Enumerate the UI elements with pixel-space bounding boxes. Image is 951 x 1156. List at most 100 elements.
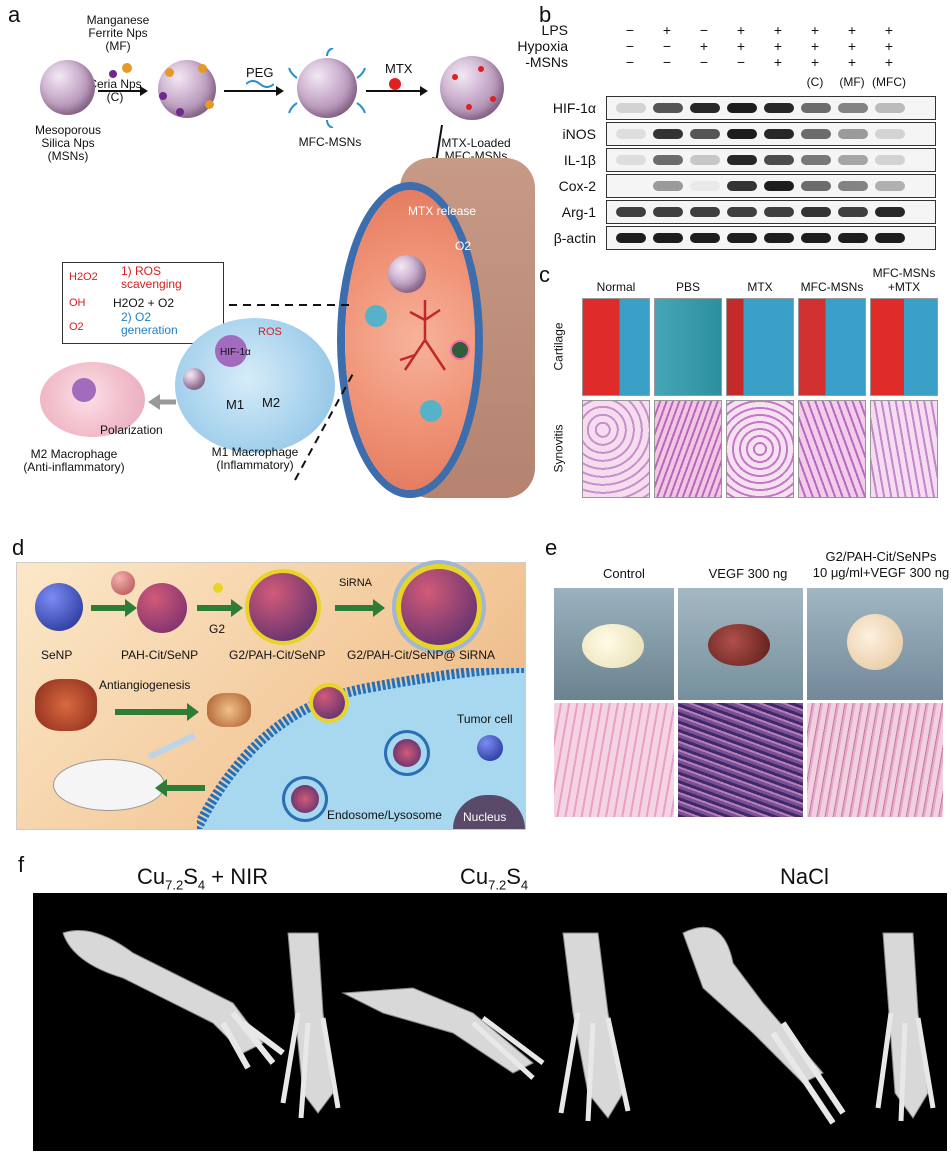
h2o2-label: H2O2 (69, 271, 98, 283)
combo-label: G2/PAH-Cit/SeNPs 10 μg/ml+VEGF 300 ng (812, 549, 950, 580)
peg-label: PEG (246, 65, 274, 80)
condition-sign: + (810, 38, 820, 54)
blot-band (764, 233, 794, 243)
panel-label-a: a (8, 2, 21, 27)
vegf-histology-image (678, 703, 803, 817)
blot-band (801, 103, 831, 113)
bone-renders (62, 926, 936, 1125)
ros-scavenging-label: 1) ROS scavenging (121, 264, 182, 291)
condition-sign: − (625, 54, 635, 70)
mouse-icon (53, 759, 165, 811)
cartilage-image (654, 298, 722, 396)
pah-cit-icon (111, 571, 135, 595)
ros-label: ROS (258, 326, 282, 338)
antiangiogenesis-label: Antiangiogenesis (99, 678, 191, 692)
condition-sign: + (736, 38, 746, 54)
cartilage-image (582, 298, 650, 396)
control-plug-image (554, 588, 674, 700)
cartilage-image (870, 298, 938, 396)
hif-label: HIF-1α (220, 347, 251, 358)
condition-label: -MSNs (525, 54, 568, 70)
blot-band (616, 207, 646, 217)
blot-band (690, 207, 720, 217)
m2-label: M2 (262, 395, 281, 410)
oh-label: OH (69, 297, 86, 309)
msn-label: Mesoporous Silica Nps (MSNs) (34, 123, 102, 163)
blot-band (690, 103, 720, 113)
blot-band (764, 103, 794, 113)
blot-band (838, 103, 868, 113)
panel-e: Control VEGF 300 ng G2/PAH-Cit/SeNPs 10 … (548, 545, 950, 817)
blot-strip (606, 174, 936, 198)
combo-plug-image (807, 588, 943, 700)
m1-label: M1 (226, 397, 245, 412)
blot-band (838, 155, 868, 165)
blot-band (875, 129, 905, 139)
small-tumor-icon (207, 693, 251, 727)
cu-label: Cu7.2S4 (460, 864, 529, 893)
condition-sign: + (847, 38, 857, 54)
np-in-cell-icon (183, 368, 205, 390)
blot-band (653, 155, 683, 165)
arrow-icon (224, 86, 284, 96)
blot-band (727, 233, 757, 243)
m1-macrophage-label: M1 Macrophage (Inflammatory) (211, 445, 299, 472)
arrow-icon (366, 86, 428, 96)
control-histology-image (554, 703, 674, 817)
cu-nir-label: Cu7.2S4 + NIR (137, 864, 269, 893)
msn-type-label: (C) (806, 75, 824, 89)
panel-label-b: b (539, 2, 552, 27)
blot-band (653, 233, 683, 243)
blot-band (764, 207, 794, 217)
ceria-label: Ceria Nps (C) (88, 77, 142, 104)
panel-label-e: e (545, 535, 558, 560)
blot-strip (606, 96, 936, 120)
condition-sign: + (736, 22, 746, 38)
blot-band (653, 103, 683, 113)
mtx-icon (389, 78, 401, 90)
g2-icon (213, 583, 223, 593)
m2-macrophage-label: M2 Macrophage (Anti-inflammatory) (23, 447, 125, 474)
blot-band (838, 233, 868, 243)
condition-sign: + (884, 54, 894, 70)
blot-band (616, 103, 646, 113)
histology-group-label: MTX (747, 280, 773, 294)
histology-group-label: MFC-MSNs (800, 280, 864, 294)
green-arrow-icon (91, 599, 137, 617)
protein-label: IL-1β (563, 152, 596, 168)
blot-band (838, 181, 868, 191)
cell-membrane-icon (197, 668, 525, 829)
m2-macrophage-icon (40, 362, 145, 437)
synovitis-image (798, 400, 866, 498)
blot-strip (606, 148, 936, 172)
mechanism-box: H2O2 OH O2 1) ROS scavenging H2O2 + O2 2… (62, 262, 224, 344)
synovitis-image (654, 400, 722, 498)
micro-ct-panel (33, 893, 947, 1151)
combo-histology-image (807, 703, 943, 817)
blot-band (616, 155, 646, 165)
condition-sign: − (662, 38, 672, 54)
tumor-tissue-icon (35, 679, 97, 731)
condition-sign: + (810, 54, 820, 70)
panel-b-western-blot: LPS−+−+++++Hypoxia−−++++++-MSNs−−−−++++(… (517, 22, 940, 258)
peg-icon (246, 80, 274, 88)
synovitis-image (726, 400, 794, 498)
syringe-icon (148, 732, 196, 760)
blot-band (653, 181, 683, 191)
green-arrow-icon (335, 599, 385, 617)
condition-sign: − (699, 54, 709, 70)
condition-sign: + (884, 38, 894, 54)
condition-sign: + (773, 54, 783, 70)
mtx-release-label: MTX release (408, 204, 477, 218)
green-arrow-icon (115, 703, 199, 721)
endosome-label: Endosome/Lysosome (327, 808, 442, 822)
blot-band (727, 155, 757, 165)
histology-group-label: PBS (675, 280, 700, 294)
joint-synovium-icon (345, 190, 475, 490)
np-in-joint-icon (388, 255, 426, 293)
vessel-icon (399, 300, 447, 371)
blot-band (801, 207, 831, 217)
peg-chains-icon (288, 48, 366, 128)
histology-group-label: Normal (596, 280, 636, 294)
